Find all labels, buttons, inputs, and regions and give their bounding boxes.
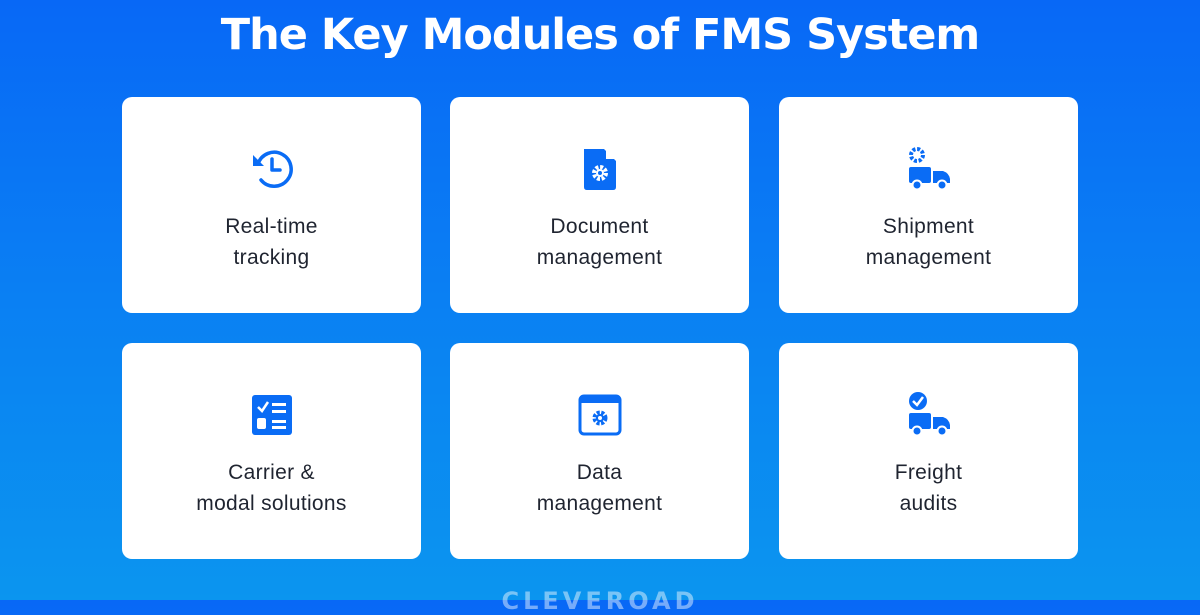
cleveroad-watermark: CLEVEROAD bbox=[501, 587, 699, 615]
history-clock-icon bbox=[248, 145, 296, 193]
module-label: Real-time tracking bbox=[225, 215, 318, 269]
document-gear-icon bbox=[576, 145, 624, 193]
module-card-data-management: Data management bbox=[450, 343, 749, 559]
module-card-freight-audits: Freight audits bbox=[779, 343, 1078, 559]
window-gear-icon bbox=[576, 391, 624, 439]
module-label: Freight audits bbox=[894, 461, 963, 515]
module-card-carrier-modal-solutions: Carrier & modal solutions bbox=[122, 343, 421, 559]
checklist-icon bbox=[248, 391, 296, 439]
module-label: Carrier & modal solutions bbox=[196, 461, 347, 515]
module-label: Document management bbox=[536, 215, 663, 269]
module-card-real-time-tracking: Real-time tracking bbox=[122, 97, 421, 313]
module-label: Data management bbox=[536, 461, 663, 515]
truck-check-icon bbox=[905, 391, 953, 439]
module-label: Shipment management bbox=[865, 215, 992, 269]
module-card-shipment-management: Shipment management bbox=[779, 97, 1078, 313]
truck-gear-icon bbox=[905, 145, 953, 193]
page-title: The Key Modules of FMS System bbox=[220, 10, 980, 60]
module-card-document-management: Document management bbox=[450, 97, 749, 313]
